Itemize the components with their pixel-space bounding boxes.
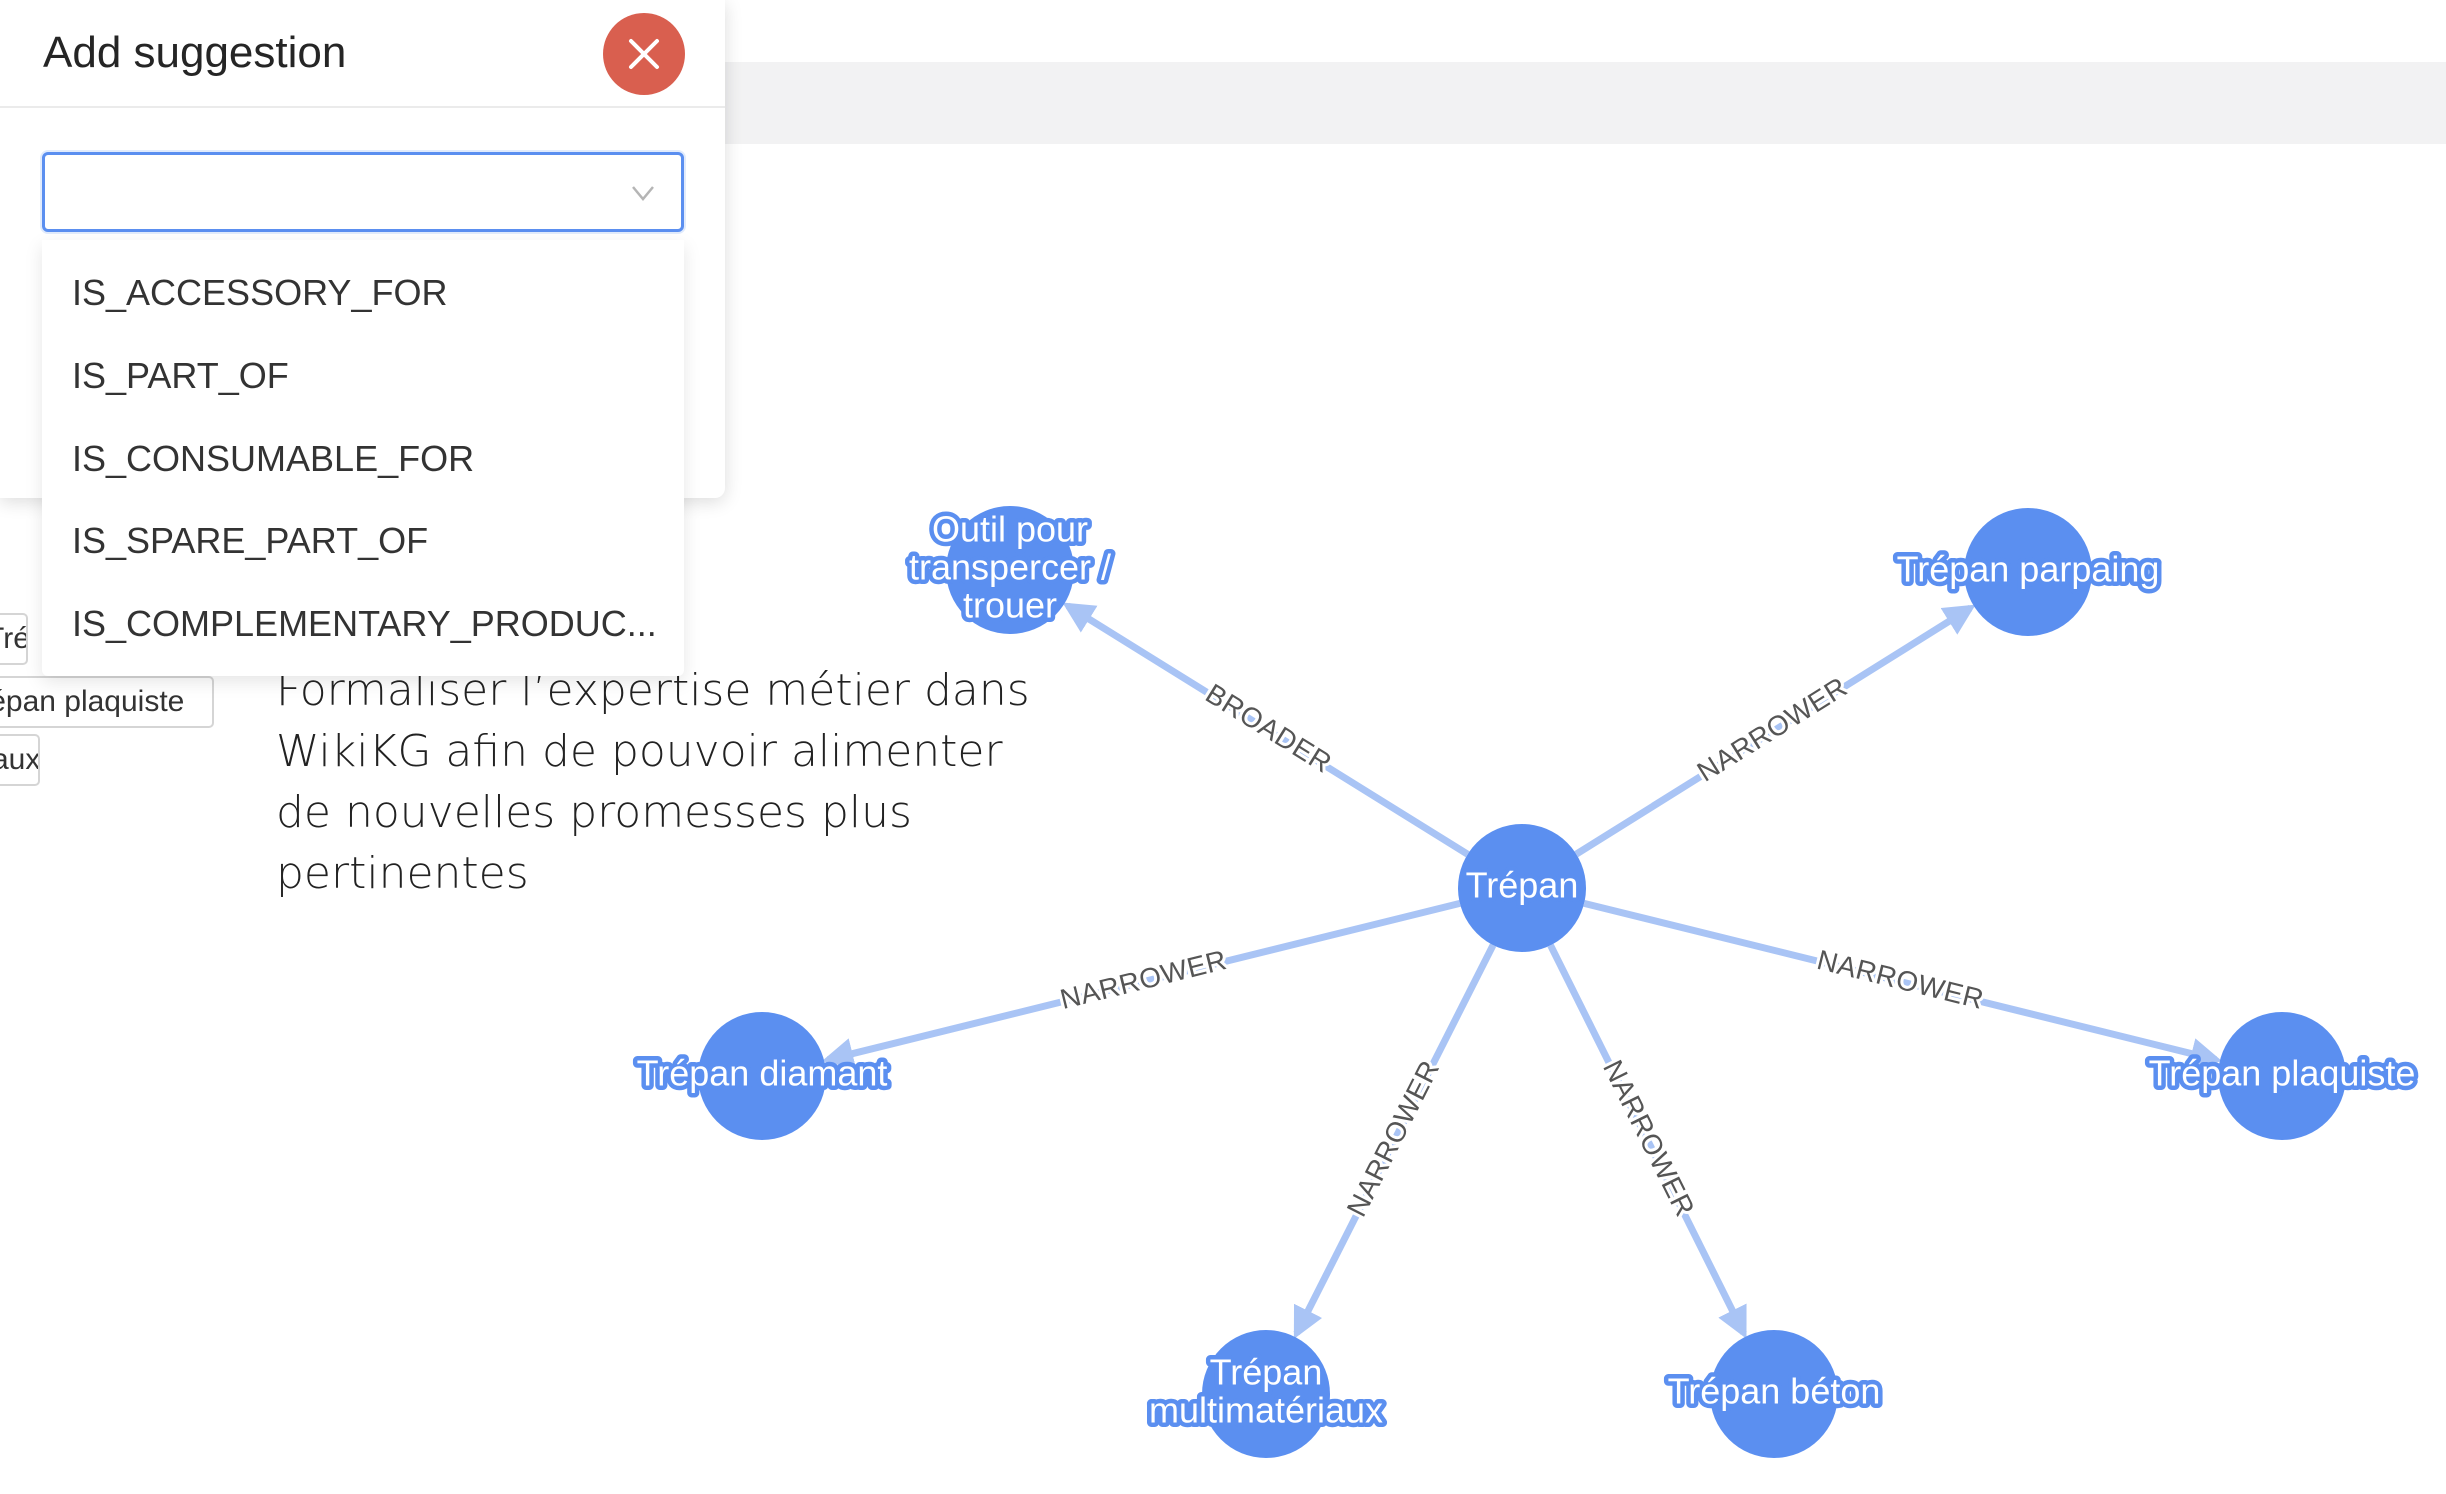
graph-node-diamant[interactable]: Trépan diamant	[632, 1012, 892, 1140]
graph-edge-plaquiste	[1583, 899, 2223, 1069]
description-line: de nouvelles promesses plus	[276, 787, 912, 838]
node-label: Trépan diamant	[637, 1053, 888, 1094]
node-label: Trépan	[1466, 865, 1579, 906]
top-bar	[724, 62, 2446, 144]
tag-button-2[interactable]: Trépan plaquiste	[0, 676, 214, 728]
description-line: WikiKG afin de pouvoir alimenter	[276, 726, 1003, 777]
graph-node-trepan[interactable]: Trépan	[1458, 824, 1586, 952]
node-circle[interactable]	[946, 506, 1074, 634]
node-label: trouer	[963, 585, 1057, 626]
node-label: Trépan	[1210, 1352, 1323, 1393]
edge-label-multi: NARROWER	[1341, 1055, 1446, 1221]
modal-title: Add suggestion	[43, 28, 347, 77]
dropdown-option[interactable]: IS_PART_OF	[72, 355, 289, 396]
edge-label-parpaing: NARROWER	[1692, 671, 1853, 788]
edge-label-plaquiste: NARROWER	[1814, 944, 1987, 1015]
tag-label: aux	[0, 743, 40, 776]
graph-edge-parpaing	[1574, 604, 1976, 858]
tag-button-3[interactable]: aux	[0, 734, 40, 786]
node-circle[interactable]	[2218, 1012, 2346, 1140]
description-line: pertinentes	[276, 848, 529, 899]
graph-node-parpaing[interactable]: Trépan parpaing	[1892, 508, 2164, 636]
close-icon	[629, 39, 659, 69]
tag-label: Trép	[0, 622, 26, 655]
chevron-down-icon	[632, 186, 654, 201]
node-label: Trépan plaquiste	[2149, 1053, 2416, 1094]
node-circle[interactable]	[1202, 1330, 1330, 1458]
close-button[interactable]	[603, 13, 685, 95]
description-text: Formaliser l’expertise métier dans WikiK…	[276, 660, 1030, 904]
node-label: transpercer /	[909, 547, 1111, 588]
node-circle[interactable]	[1710, 1330, 1838, 1458]
edge-label-diamant: NARROWER	[1057, 944, 1230, 1015]
relation-select[interactable]	[42, 152, 684, 232]
edge-label-outil: BROADER	[1200, 678, 1337, 779]
modal-header: Add suggestion	[0, 0, 725, 108]
dropdown-option[interactable]: IS_COMPLEMENTARY_PRODUC...	[72, 603, 657, 644]
dropdown-option[interactable]: IS_ACCESSORY_FOR	[72, 272, 448, 313]
node-circle[interactable]	[698, 1012, 826, 1140]
node-circle[interactable]	[1964, 508, 2092, 636]
graph-node-beton[interactable]: Trépan béton	[1663, 1330, 1885, 1458]
tag-button-1[interactable]: Trép	[0, 613, 28, 665]
dropdown-option[interactable]: IS_CONSUMABLE_FOR	[72, 438, 475, 479]
relation-dropdown: IS_ACCESSORY_FOR IS_PART_OF IS_CONSUMABL…	[42, 240, 684, 676]
graph-edge-beton	[1547, 943, 1747, 1339]
node-label: Outil pour	[932, 509, 1088, 550]
dropdown-option[interactable]: IS_SPARE_PART_OF	[72, 520, 429, 561]
graph-edge-diamant	[821, 899, 1461, 1069]
node-label: multimatériaux	[1149, 1390, 1383, 1431]
node-label: Trépan béton	[1668, 1371, 1881, 1412]
edge-label-beton: NARROWER	[1597, 1055, 1701, 1221]
graph-edge-outil	[1062, 602, 1470, 858]
graph-node-plaquiste[interactable]: Trépan plaquiste	[2144, 1012, 2420, 1140]
graph-edge-multi	[1293, 943, 1497, 1339]
node-label: Trépan parpaing	[1897, 549, 2160, 590]
tag-label: Trépan plaquiste	[0, 685, 185, 718]
node-circle[interactable]	[1458, 824, 1586, 952]
